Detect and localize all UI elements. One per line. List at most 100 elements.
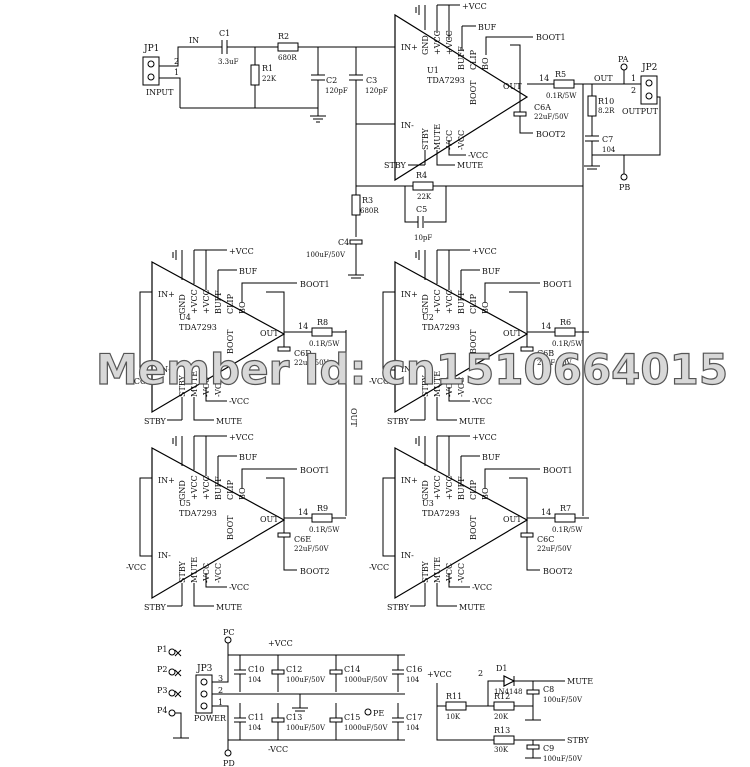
pd-testpoint[interactable]	[224, 749, 232, 757]
amp-ref: U3	[422, 499, 434, 508]
c9-capacitor	[526, 744, 540, 750]
r13-resistor	[493, 735, 515, 745]
wire	[193, 583, 214, 607]
jp1-connector[interactable]	[142, 56, 160, 86]
buf-net: BUF	[482, 267, 501, 276]
c1-ref: C1	[219, 29, 230, 38]
u1-pvcc-net: +VCC	[462, 2, 487, 11]
r5-value: 0.1R/5W	[546, 92, 577, 100]
boot-pin: BOOT	[469, 515, 478, 540]
u1-c6a-ref: C6A	[534, 103, 551, 112]
out-net-vertical: OUT	[349, 408, 358, 427]
mute-net: MUTE	[459, 417, 485, 426]
chip-pin-label: BUFF	[457, 290, 466, 314]
amp-ref: U2	[422, 313, 434, 322]
in-plus-pin: IN+	[401, 290, 418, 299]
in-plus-pin: IN+	[401, 476, 418, 485]
buf-net: BUF	[239, 453, 258, 462]
wire	[404, 186, 418, 223]
stby-net: STBY	[144, 417, 167, 426]
polarized-capacitor	[329, 669, 343, 675]
cap-value: 22uF/50V	[294, 545, 330, 553]
pb-testpoint[interactable]	[620, 173, 628, 181]
cap-ref: C15	[344, 713, 360, 722]
amp-part: TDA7293	[179, 509, 217, 518]
wire	[205, 573, 227, 588]
input-stage: JP1 INPUT 2 1 IN C1 3.3uF R1 22K R2 680R…	[142, 29, 395, 123]
c8-value: 100uF/50V	[543, 696, 583, 704]
u1-boot-pin: BOOT	[469, 80, 478, 105]
jp1-caption: INPUT	[146, 88, 174, 97]
nvcc-input-net: -VCC	[369, 377, 389, 386]
jp3-label: JP3	[196, 664, 213, 674]
amp-ref: U4	[179, 313, 191, 322]
u1-part: TDA7293	[427, 76, 465, 85]
pc-testpoint[interactable]	[224, 636, 232, 644]
cap-value: 104	[248, 676, 262, 684]
jp1-pin-1: 1	[174, 68, 179, 77]
p3-testpoint[interactable]	[168, 689, 176, 697]
p1-testpoint[interactable]	[168, 648, 176, 656]
cap-value: 22uF/50V	[294, 359, 330, 367]
psu-pvcc: +VCC	[268, 639, 293, 648]
u1-nvcc-pin: -VCC	[457, 130, 466, 150]
jp2-connector[interactable]	[640, 75, 658, 105]
cap-value: 100uF/50V	[286, 724, 326, 732]
pa-label: PA	[618, 55, 629, 64]
p2-testpoint[interactable]	[168, 668, 176, 676]
chip-pin-label: BO	[238, 487, 247, 500]
out-pin-num: 14	[298, 508, 308, 517]
pvcc-net: +VCC	[229, 433, 254, 442]
chip-pin-label: BUFF	[214, 476, 223, 500]
mute-net: MUTE	[459, 603, 485, 612]
out-pin: OUT	[503, 329, 522, 338]
u1-amplifier-triangle[interactable]	[394, 13, 529, 182]
chip-lower-label: MUTE	[190, 371, 199, 397]
u1-nvcc-pin: -VCC	[445, 130, 454, 150]
cap-ref: C11	[248, 713, 264, 722]
u1-ref: U1	[427, 66, 439, 75]
amp-part: TDA7293	[422, 323, 460, 332]
u1-in-plus: IN+	[401, 43, 418, 52]
in-minus-pin: IN-	[158, 551, 171, 560]
p4-testpoint[interactable]	[168, 709, 176, 717]
chip-pin-label: BUFF	[457, 476, 466, 500]
cap-ref: C10	[248, 665, 264, 674]
c4-value: 100uF/50V	[306, 251, 346, 259]
jp2-pin-circle	[645, 79, 653, 87]
p4-label: P4	[157, 706, 167, 715]
r12-ref: R12	[494, 692, 510, 701]
chip-lower-label: -VCC	[457, 563, 466, 583]
wire	[382, 477, 395, 557]
r10-ref: R10	[598, 97, 614, 106]
jp1-pin-circle	[147, 73, 155, 81]
in-minus-pin: IN-	[401, 551, 414, 560]
pe-testpoint[interactable]	[364, 708, 372, 716]
chip-pin-label: +VCC	[190, 289, 199, 314]
chip-lower-label: -VCC	[202, 563, 211, 583]
u1-mute-net: MUTE	[457, 161, 483, 170]
nvcc-net: -VCC	[229, 397, 249, 406]
u1-c6a-capacitor	[513, 111, 527, 117]
r5-pin: 14	[539, 74, 549, 83]
out-pin-num: 14	[541, 508, 551, 517]
c8-capacitor	[526, 689, 540, 695]
amp-u1: IN+ IN- U1 TDA7293 OUT GND +VCC +VCC BUF…	[355, 2, 570, 186]
r4-value: 22K	[417, 193, 432, 201]
pb-label: PB	[619, 183, 630, 192]
c2-value: 120pF	[325, 87, 348, 95]
pa-testpoint[interactable]	[620, 63, 628, 71]
u1-vcc-pin: +VCC	[433, 30, 442, 55]
p3-x-mark	[174, 690, 182, 698]
res-ref: R9	[317, 504, 328, 513]
wire	[510, 44, 521, 112]
jp3-connector[interactable]	[195, 674, 213, 714]
cap-value: 104	[406, 724, 420, 732]
pvcc-net: +VCC	[472, 247, 497, 256]
chip-pin-label: CLIP	[226, 479, 235, 500]
